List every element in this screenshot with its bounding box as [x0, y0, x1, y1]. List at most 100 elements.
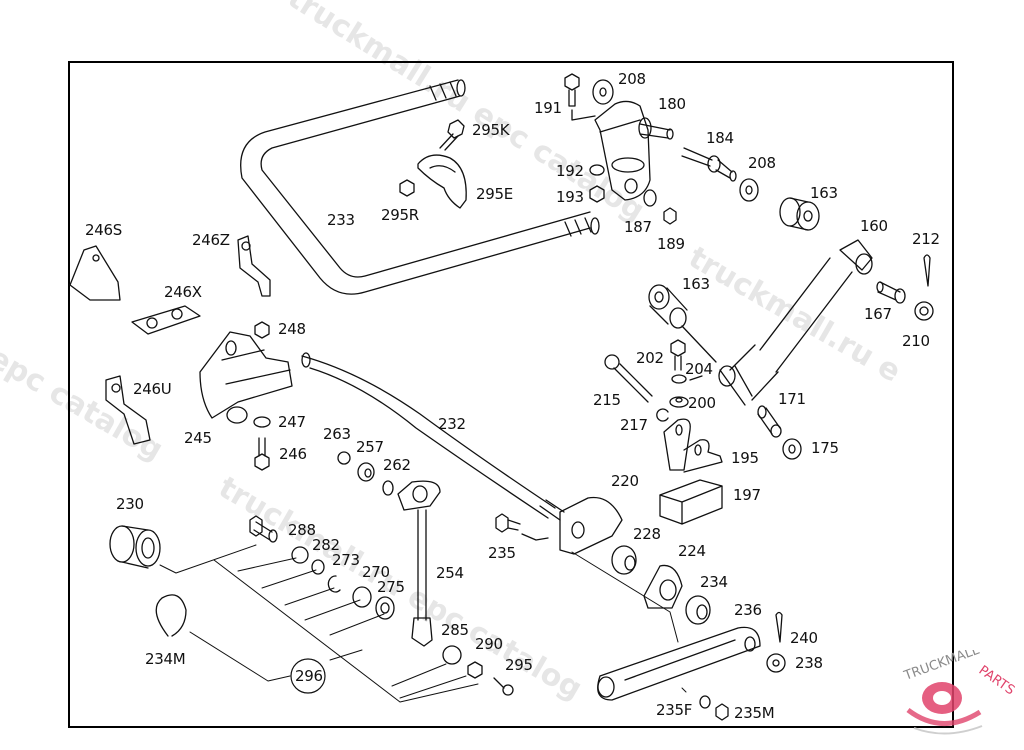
washer-200[interactable]: [669, 396, 689, 408]
part-label-234[interactable]: 234: [700, 573, 728, 591]
part-label-295[interactable]: 295: [505, 656, 533, 674]
part-label-230[interactable]: 230: [116, 495, 144, 513]
part-label-246s[interactable]: 246S: [85, 221, 122, 239]
part-label-236[interactable]: 236: [734, 601, 762, 619]
block-197[interactable]: [659, 479, 723, 525]
part-label-282[interactable]: 282: [312, 536, 340, 554]
part-label-233[interactable]: 233: [327, 211, 355, 229]
bracket-220[interactable]: [559, 496, 623, 555]
bushing-163-upper[interactable]: [779, 197, 820, 231]
part-label-197[interactable]: 197: [733, 486, 761, 504]
part-label-171[interactable]: 171: [778, 390, 806, 408]
part-label-235m[interactable]: 235M: [734, 704, 775, 722]
bushing-257[interactable]: [357, 462, 375, 482]
bushing-163-lower[interactable]: [648, 284, 717, 363]
washer-175[interactable]: [782, 438, 802, 460]
part-label-192[interactable]: 192: [556, 162, 584, 180]
lever-arm-236[interactable]: [597, 626, 761, 701]
bracket-246z[interactable]: [237, 235, 271, 297]
bushing-275[interactable]: [352, 586, 395, 620]
part-label-210[interactable]: 210: [902, 332, 930, 350]
nut-263[interactable]: [337, 451, 351, 465]
bolt-288[interactable]: [249, 515, 278, 543]
part-label-285[interactable]: 285: [441, 621, 469, 639]
part-label-187[interactable]: 187: [624, 218, 652, 236]
bolt-191[interactable]: [564, 73, 596, 121]
part-label-238[interactable]: 238: [795, 654, 823, 672]
part-label-184[interactable]: 184: [706, 129, 734, 147]
part-label-228[interactable]: 228: [633, 525, 661, 543]
part-label-288[interactable]: 288: [288, 521, 316, 539]
bushing-262[interactable]: [382, 480, 394, 496]
part-label-235f[interactable]: 235F: [656, 701, 693, 719]
part-label-232[interactable]: 232: [438, 415, 466, 433]
part-label-160[interactable]: 160: [860, 217, 888, 235]
flange-224[interactable]: [643, 564, 683, 609]
part-label-248[interactable]: 248: [278, 320, 306, 338]
bolt-215[interactable]: [604, 354, 653, 403]
part-label-240[interactable]: 240: [790, 629, 818, 647]
part-label-296[interactable]: 296: [295, 667, 323, 685]
part-label-208[interactable]: 208: [748, 154, 776, 172]
torsion-rod-232[interactable]: [301, 352, 565, 521]
circlip-270[interactable]: [327, 575, 341, 593]
star-washer-282[interactable]: [291, 546, 309, 564]
part-label-273[interactable]: 273: [332, 551, 360, 569]
part-label-257[interactable]: 257: [356, 438, 384, 456]
part-label-254[interactable]: 254: [436, 564, 464, 582]
lock-washer-204[interactable]: [671, 374, 703, 384]
clamp-295e[interactable]: [417, 154, 467, 209]
bracket-180[interactable]: [594, 100, 674, 201]
part-label-263[interactable]: 263: [323, 425, 351, 443]
part-label-163[interactable]: 163: [682, 275, 710, 293]
bushing-230[interactable]: [109, 525, 161, 569]
part-label-193[interactable]: 193: [556, 188, 584, 206]
spacer-273[interactable]: [311, 559, 325, 575]
circlip-217[interactable]: [656, 408, 669, 422]
part-label-217[interactable]: 217: [620, 416, 648, 434]
lock-washer-235f[interactable]: [699, 695, 711, 709]
part-label-167[interactable]: 167: [864, 305, 892, 323]
bushing-228[interactable]: [611, 545, 637, 575]
retaining-ring-234m[interactable]: [155, 594, 187, 637]
shock-absorber-160[interactable]: [718, 239, 873, 406]
mount-245[interactable]: [199, 331, 293, 424]
nut-193[interactable]: [589, 185, 605, 203]
part-label-275[interactable]: 275: [377, 578, 405, 596]
bracket-246u[interactable]: [105, 375, 151, 445]
bolt-295k[interactable]: [439, 119, 465, 151]
plate-246x[interactable]: [131, 305, 201, 335]
lock-washer-192[interactable]: [589, 164, 605, 176]
part-label-180[interactable]: 180: [658, 95, 686, 113]
link-rod-254[interactable]: [397, 480, 441, 647]
part-label-163[interactable]: 163: [810, 184, 838, 202]
nut-295r[interactable]: [399, 179, 415, 197]
part-label-246x[interactable]: 246X: [164, 283, 202, 301]
part-label-200[interactable]: 200: [688, 394, 716, 412]
part-label-224[interactable]: 224: [678, 542, 706, 560]
ball-stud-295[interactable]: [493, 677, 514, 696]
part-label-204[interactable]: 204: [685, 360, 713, 378]
bushing-234[interactable]: [685, 595, 711, 625]
castle-nut-238[interactable]: [766, 653, 786, 673]
part-label-295r[interactable]: 295R: [381, 206, 419, 224]
part-label-295k[interactable]: 295K: [472, 121, 510, 139]
split-pin-212[interactable]: [923, 254, 931, 287]
washer-187[interactable]: [643, 189, 657, 207]
part-label-235[interactable]: 235: [488, 544, 516, 562]
washer-208-upper[interactable]: [592, 79, 614, 105]
nut-248[interactable]: [254, 321, 270, 339]
part-label-246z[interactable]: 246Z: [192, 231, 230, 249]
stabilizer-bar-233[interactable]: [240, 79, 600, 295]
part-label-195[interactable]: 195: [731, 449, 759, 467]
part-label-270[interactable]: 270: [362, 563, 390, 581]
castle-nut-210[interactable]: [914, 301, 934, 321]
star-washer-285[interactable]: [442, 645, 462, 665]
pin-167[interactable]: [876, 281, 906, 304]
nut-189[interactable]: [663, 207, 677, 225]
bolt-246[interactable]: [254, 437, 270, 471]
bolt-202[interactable]: [670, 339, 686, 371]
part-label-246u[interactable]: 246U: [133, 380, 172, 398]
pin-171[interactable]: [757, 405, 782, 438]
part-label-220[interactable]: 220: [611, 472, 639, 490]
